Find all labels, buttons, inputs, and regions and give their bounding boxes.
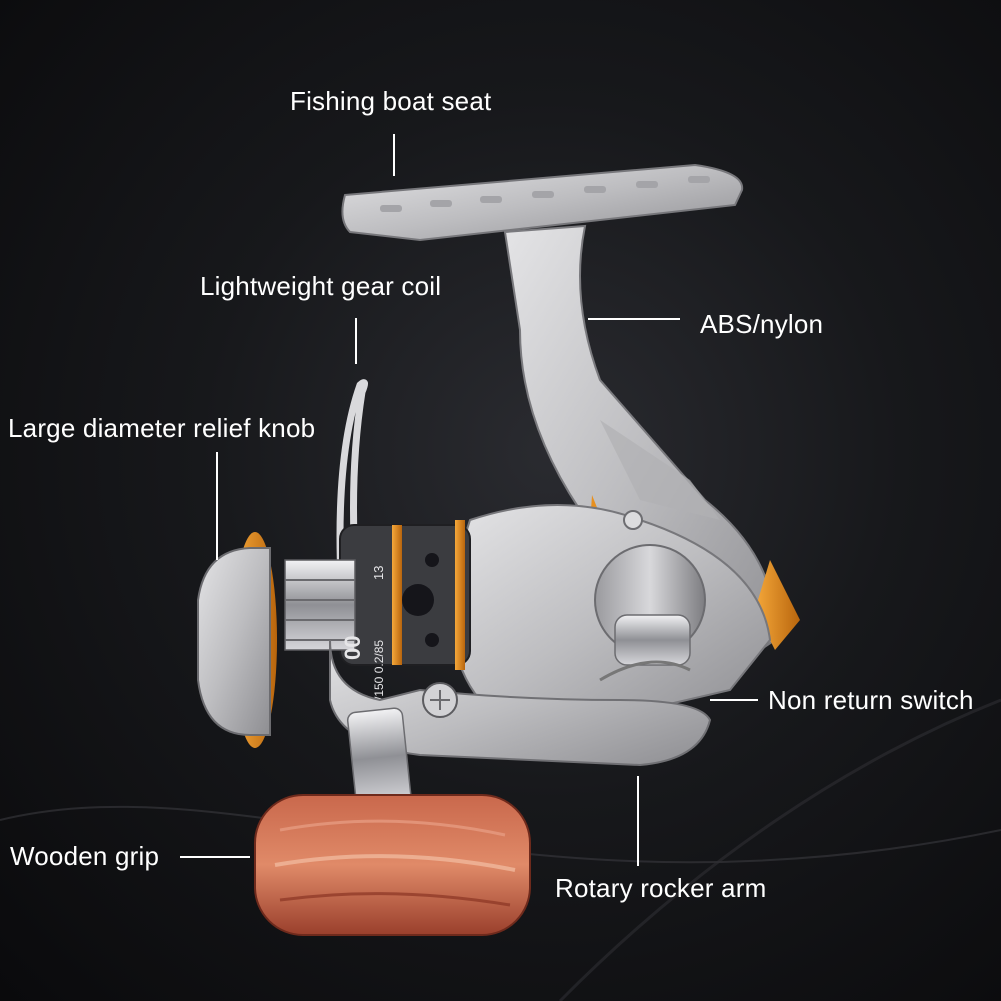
- non-return-switch: [594, 544, 706, 682]
- spool-number-marking: 13: [371, 566, 386, 580]
- background-streak: [558, 698, 1001, 1001]
- leader-non-return-switch: [710, 699, 758, 701]
- spool-size-marking: 00: [340, 636, 365, 660]
- fishing-boat-seat: [341, 163, 744, 242]
- body-screw: [623, 510, 643, 530]
- leader-rotary-rocker-arm: [637, 776, 639, 866]
- label-large-diameter-relief-knob: Large diameter relief knob: [8, 413, 316, 443]
- leader-large-diameter-relief-knob: [216, 452, 218, 560]
- large-diameter-relief-knob: [197, 532, 277, 748]
- label-fishing-boat-seat: Fishing boat seat: [290, 86, 492, 116]
- leader-lightweight-gear-coil: [355, 318, 357, 364]
- label-lightweight-gear-coil: Lightweight gear coil: [200, 271, 442, 301]
- label-non-return-switch: Non return switch: [768, 685, 974, 715]
- leader-wooden-grip: [180, 856, 250, 858]
- leader-fishing-boat-seat: [393, 134, 395, 176]
- label-abs-nylon: ABS/nylon: [700, 309, 824, 339]
- spool: [284, 520, 471, 670]
- label-wooden-grip: Wooden grip: [10, 841, 160, 871]
- leader-abs-nylon: [588, 318, 680, 320]
- handle: [254, 707, 531, 936]
- label-rotary-rocker-arm: Rotary rocker arm: [555, 873, 767, 903]
- wooden-grip: [254, 794, 531, 936]
- spool-capacity-marking: /150 0.2/85: [372, 640, 386, 700]
